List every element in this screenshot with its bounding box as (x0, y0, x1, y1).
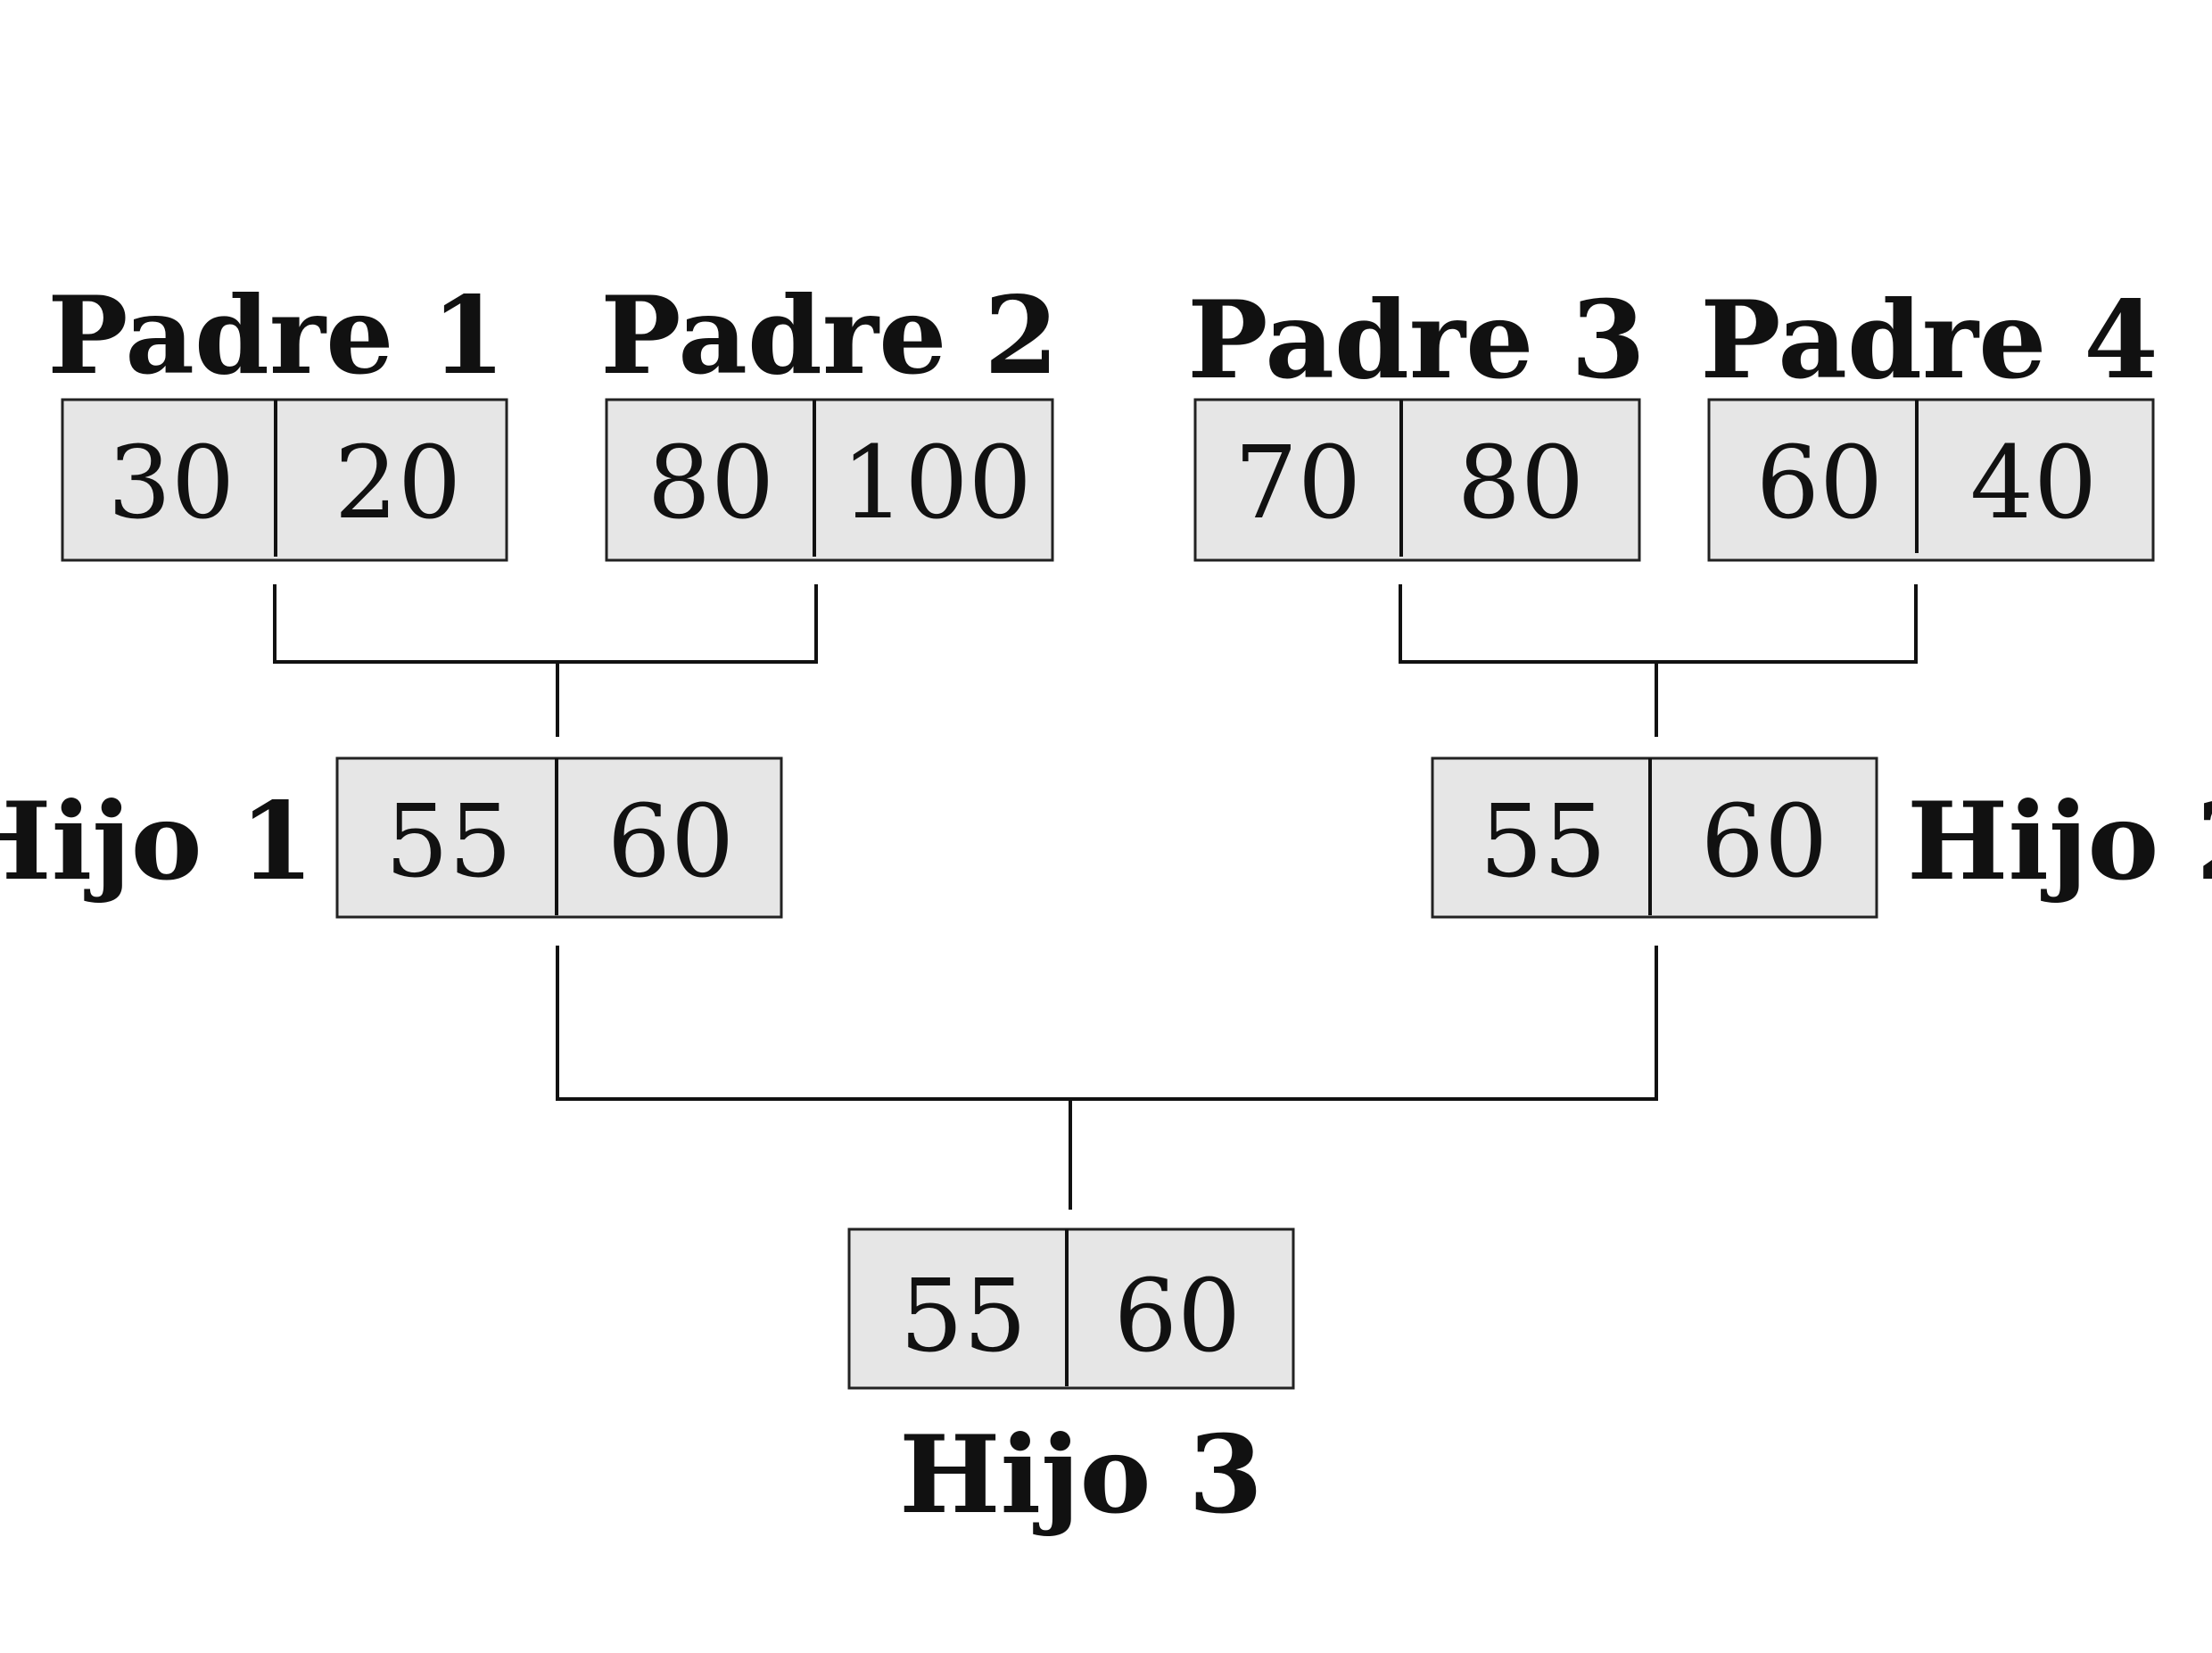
node-padre-3: Padre 3 70 80 (1187, 277, 1646, 562)
node-label: Hijo 1 (0, 779, 314, 905)
gene-value: 55 (900, 1259, 1028, 1375)
node-padre-2: Padre 2 80 100 (600, 273, 1059, 562)
connector-padre3-padre4-to-hijo2 (1399, 584, 1918, 737)
gene-value: 55 (1480, 784, 1607, 900)
gene-value: 60 (607, 784, 735, 900)
gene-cell-box (1707, 398, 2155, 562)
gene-cell-box (847, 1227, 1295, 1390)
gene-value: 40 (1970, 426, 2098, 541)
node-hijo-3: 55 60 Hijo 3 (847, 1227, 1295, 1538)
gene-value: 60 (1701, 784, 1828, 900)
node-label: Hijo 3 (899, 1412, 1263, 1538)
gene-cell-box (605, 398, 1054, 562)
node-padre-1: Padre 1 30 20 (47, 273, 508, 562)
gene-cell-box (1431, 756, 1878, 919)
connectors (273, 584, 1918, 1210)
connector-hijo1-hijo2-to-hijo3 (556, 946, 1658, 1210)
node-hijo-2: 55 60 Hijo 2 (1431, 756, 2212, 919)
node-label: Padre 2 (600, 273, 1059, 399)
gene-value: 100 (841, 426, 1032, 541)
gene-value: 60 (1756, 426, 1884, 541)
connector-padre1-padre2-to-hijo1 (273, 584, 818, 737)
gene-value: 70 (1234, 426, 1362, 541)
node-padre-4: Padre 4 60 40 (1700, 277, 2158, 562)
gene-value: 55 (385, 784, 513, 900)
gene-value: 30 (108, 426, 235, 541)
gene-cell-box (335, 756, 783, 919)
node-label: Padre 1 (47, 273, 506, 399)
gene-cell-box (1193, 398, 1641, 562)
node-label: Padre 4 (1700, 277, 2158, 403)
node-hijo-1: Hijo 1 55 60 (0, 756, 783, 919)
node-label: Padre 3 (1187, 277, 1646, 403)
gene-value: 80 (1457, 426, 1585, 541)
gene-value: 20 (334, 426, 462, 541)
gene-value: 60 (1114, 1259, 1242, 1375)
node-label: Hijo 2 (1907, 779, 2212, 905)
gene-cell-box (61, 398, 508, 562)
gene-value: 80 (648, 426, 775, 541)
